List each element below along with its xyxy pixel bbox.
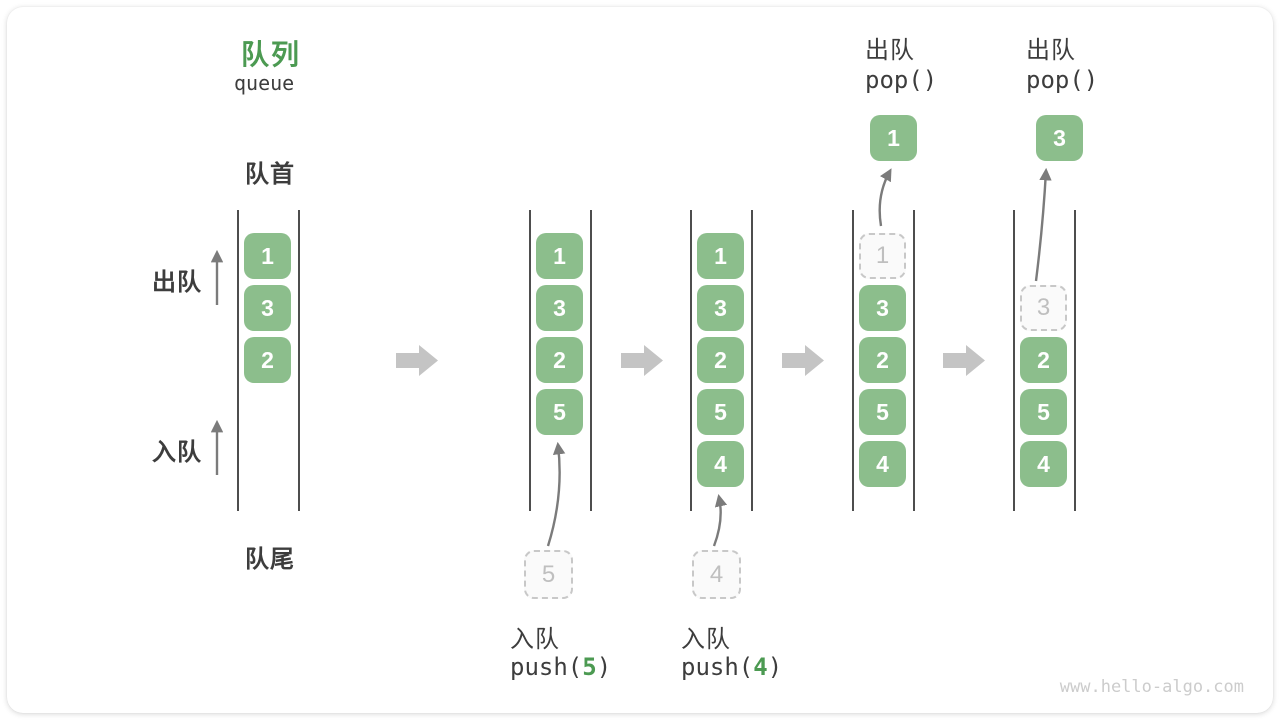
queue-wall-right [913, 210, 915, 511]
op-label: 出队 [865, 37, 915, 64]
queue-item-box: 3 [536, 285, 583, 331]
popped-item-box: 1 [870, 115, 917, 161]
watermark: www.hello-algo.com [1059, 677, 1244, 697]
queue-item-box: 5 [697, 389, 744, 435]
op-code-pre: pop( [1026, 66, 1084, 94]
queue-wall-right [590, 210, 592, 511]
op-code-pre: push( [510, 653, 583, 681]
transition-arrow-icon [621, 345, 663, 376]
queue-item-box: 3 [859, 285, 906, 331]
op-code-pre: pop( [865, 66, 923, 94]
queue-item-box: 4 [859, 441, 906, 487]
queue-wall-left [529, 210, 531, 511]
op-code-post: ) [922, 66, 938, 94]
queue-item-box: 5 [859, 389, 906, 435]
transition-arrow-icon [782, 345, 824, 376]
queue-item-box: 2 [536, 337, 583, 383]
queue-item-box: 1 [697, 233, 744, 279]
op-code: pop() [1026, 66, 1098, 94]
queue-wall-left [237, 210, 239, 511]
queue-item-box: 3 [244, 285, 291, 331]
queue-wall-left [690, 210, 692, 511]
op-code-pre: push( [681, 653, 754, 681]
op-code-arg: 4 [753, 653, 768, 681]
queue-item-box: 1 [244, 233, 291, 279]
queue-item-box: 4 [697, 441, 744, 487]
op-code-post: ) [767, 653, 783, 681]
queue-wall-right [1074, 210, 1076, 511]
flow-arrow-icon [1034, 167, 1052, 282]
queue-item-box: 5 [1020, 389, 1067, 435]
op-code-arg: 5 [582, 653, 597, 681]
op-code-post: ) [1083, 66, 1099, 94]
queue-item-box-dashed: 1 [859, 233, 906, 279]
queue-item-box-dashed: 3 [1020, 285, 1067, 331]
queue-wall-right [751, 210, 753, 511]
queue-item-box: 1 [536, 233, 583, 279]
queue-wall-right [298, 210, 300, 511]
flow-arrow-icon [546, 441, 566, 547]
label-dequeue-side: 出队 [152, 269, 202, 296]
pending-item-box: 4 [692, 550, 741, 599]
pending-item-box: 5 [524, 550, 573, 599]
queue-item-box: 2 [697, 337, 744, 383]
transition-arrow-icon [943, 345, 985, 376]
transition-arrow-icon [396, 345, 438, 376]
flow-arrow-icon [878, 168, 892, 227]
queue-wall-left [1013, 210, 1015, 511]
diagram-title: 队列 [241, 39, 302, 70]
queue-item-box: 2 [244, 337, 291, 383]
op-code: push(5) [510, 653, 611, 681]
op-label: 入队 [681, 626, 731, 653]
op-label: 入队 [510, 626, 560, 653]
popped-item-box: 3 [1036, 115, 1083, 161]
diagram-subtitle: queue [234, 71, 295, 95]
queue-item-box: 4 [1020, 441, 1067, 487]
op-code: pop() [865, 66, 937, 94]
op-code-post: ) [596, 653, 612, 681]
queue-item-box: 5 [536, 389, 583, 435]
queue-wall-left [852, 210, 854, 511]
label-enqueue-side: 入队 [152, 439, 202, 466]
label-queue-front: 队首 [245, 161, 295, 188]
flow-arrow-icon [712, 493, 728, 547]
label-queue-rear: 队尾 [245, 546, 295, 573]
queue-item-box: 2 [1020, 337, 1067, 383]
queue-item-box: 2 [859, 337, 906, 383]
op-label: 出队 [1026, 37, 1076, 64]
queue-item-box: 3 [697, 285, 744, 331]
op-code: push(4) [681, 653, 782, 681]
